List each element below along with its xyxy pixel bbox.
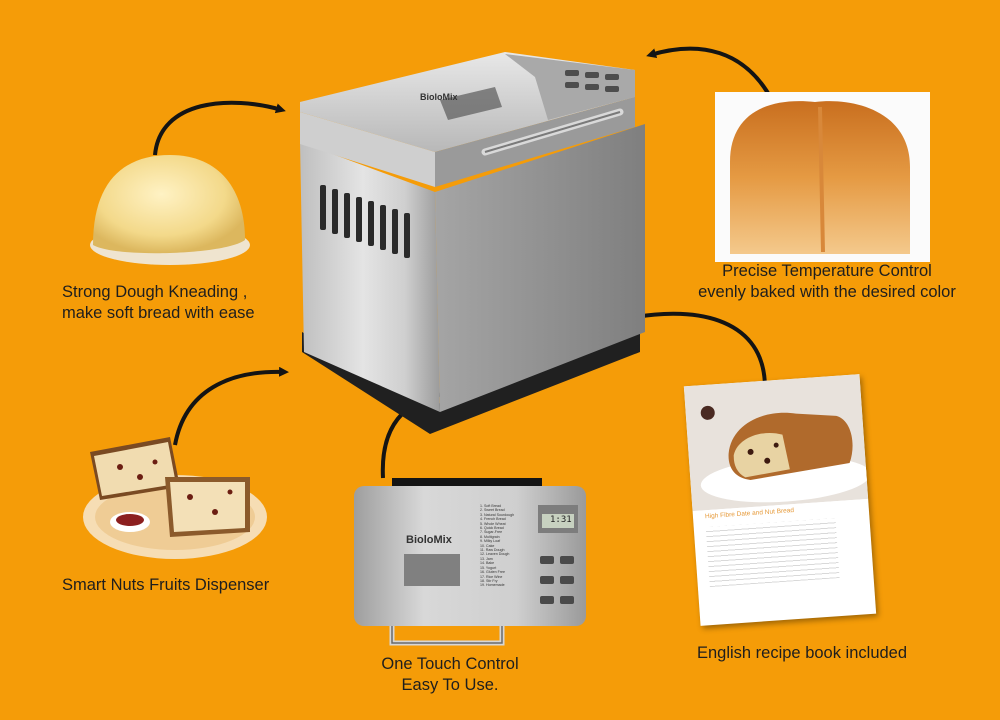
dough-caption-line2: make soft bread with ease	[62, 304, 255, 322]
list-item: 11. Raw Dough	[480, 548, 505, 553]
list-item: 16. Gluten Free	[480, 570, 505, 575]
temperature-caption: Precise Temperature Control evenly baked…	[672, 261, 982, 303]
list-item: 12. Leaven Dough	[480, 552, 510, 557]
recipe-text-lines	[705, 518, 840, 588]
dispenser-caption: Smart Nuts Fruits Dispenser	[62, 575, 269, 596]
control-caption-line2: Easy To Use.	[401, 676, 499, 694]
dough-image	[90, 155, 250, 265]
temperature-caption-line1: Precise Temperature Control	[722, 262, 932, 280]
control-caption: One Touch Control Easy To Use.	[350, 654, 550, 696]
machine-brand: BioloMix	[420, 92, 458, 102]
list-item: 8. Multigrain	[480, 534, 500, 539]
recipe-caption-line1: English recipe book included	[696, 644, 908, 662]
dispenser-caption-line1: Smart Nuts Fruits Dispenser	[62, 576, 270, 594]
list-item: 15. Yogurt	[480, 565, 497, 570]
temperature-caption-line2: evenly baked with the desired color	[698, 283, 956, 301]
control-caption-line1: One Touch Control	[381, 655, 519, 673]
arrow-temperature	[646, 46, 774, 101]
bread-loaf-image	[715, 92, 930, 262]
list-item: 9. Milky Loaf	[480, 539, 501, 544]
bread-machine: BioloMix	[300, 52, 645, 434]
list-item: 18. Stir Fry	[480, 578, 498, 583]
arrow-dispenser	[173, 366, 289, 446]
dough-caption: Strong Dough Kneading , make soft bread …	[62, 282, 255, 324]
dough-caption-line1: Strong Dough Kneading ,	[62, 283, 248, 301]
recipe-caption: English recipe book included	[672, 643, 932, 664]
list-item: 10. Cake	[480, 543, 495, 548]
panel-brand: BioloMix	[406, 534, 452, 546]
list-item: 2. Sweet Bread	[480, 508, 505, 513]
list-item: 1. Soft Bread	[480, 504, 501, 508]
fruit-bread-image	[83, 437, 267, 559]
list-item: 6. Quick Bread	[480, 526, 504, 531]
list-item: 4. French Bread	[480, 517, 506, 522]
recipe-book-image: High Fibre Date and Nut Bread	[683, 374, 877, 626]
control-panel-image: BioloMix 1:31 1. Soft Bread 2. Sweet Bre…	[352, 478, 588, 648]
list-item: 14. Bake	[480, 561, 495, 566]
program-list: 1. Soft Bread 2. Sweet Bread 3. Natural …	[480, 504, 514, 588]
list-item: 3. Natural Sourdough	[480, 512, 515, 517]
list-item: 13. Jam	[480, 556, 493, 561]
panel-display: 1:31	[550, 515, 572, 525]
arrow-recipe	[626, 311, 767, 389]
list-item: 19. Homemade	[480, 583, 505, 588]
list-item: 7. Sugar-Free	[480, 530, 503, 535]
list-item: 17. Rice Wine	[480, 574, 503, 579]
list-item: 5. Whole Wheat	[480, 521, 506, 526]
arrow-dough	[153, 100, 286, 156]
